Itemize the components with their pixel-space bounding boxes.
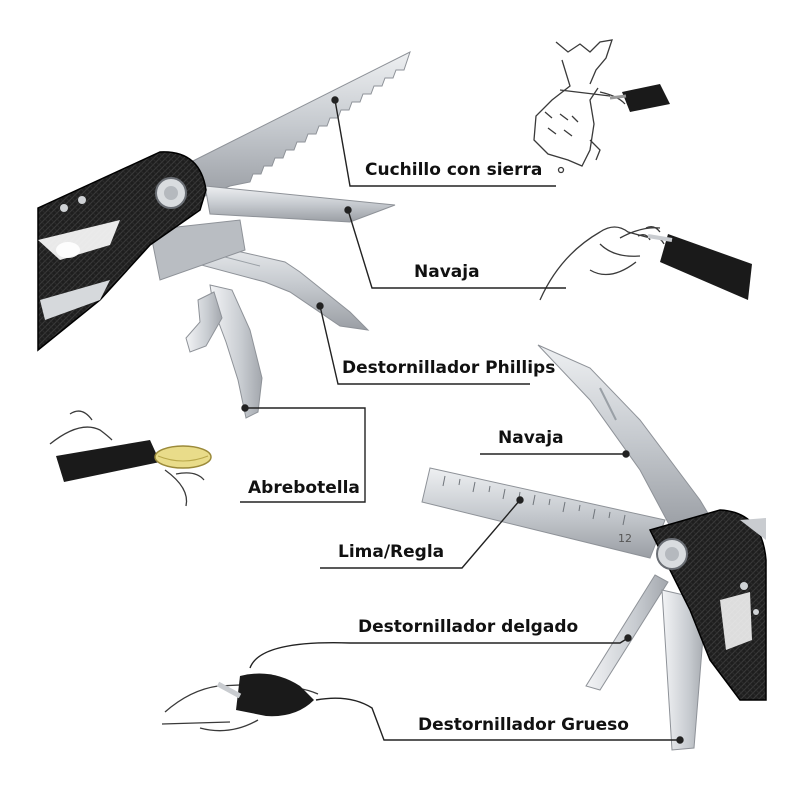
label-thin-screwdriver: Destornillador delgado [358, 617, 579, 637]
bottle-hand-sketch [49, 410, 205, 507]
callout-thick-screwdriver [315, 697, 680, 741]
screwdriver-grip [216, 673, 314, 717]
small-blade [204, 185, 396, 223]
callout-thin-screwdriver [249, 637, 629, 669]
label-file-ruler: Lima/Regla [338, 542, 445, 562]
whittled-stick-handle [647, 234, 752, 300]
callout-blade-top [347, 209, 566, 289]
bottle-opener-tool [185, 284, 263, 419]
bottle-cap [56, 440, 212, 482]
whittling-hand-sketch [539, 226, 665, 301]
ruler-mark: 12 [618, 532, 632, 545]
label-bottle-opener: Abrebotella [248, 478, 360, 498]
label-thick-screwdriver: Destornillador Grueso [418, 715, 629, 735]
knife-handle-sketch [609, 84, 670, 112]
file-ruler: 12 [421, 467, 666, 559]
label-blade-top: Navaja [414, 262, 480, 282]
callout-lines [240, 96, 684, 744]
top-handle [37, 151, 207, 352]
callout-phillips [319, 305, 530, 385]
label-serrated-knife: Cuchillo con sierra [365, 160, 543, 180]
bottom-multitool: 12 [421, 344, 767, 751]
thin-screwdriver [585, 574, 669, 691]
callout-bottle-opener [240, 407, 366, 503]
callout-file-ruler [320, 499, 521, 569]
fish-sketch [533, 39, 626, 174]
label-blade-bottom: Navaja [498, 428, 564, 448]
serrated-knife-blade [174, 51, 411, 199]
label-phillips: Destornillador Phillips [342, 358, 556, 378]
bottom-handle [648, 509, 767, 701]
callout-serrated-knife [334, 99, 556, 187]
